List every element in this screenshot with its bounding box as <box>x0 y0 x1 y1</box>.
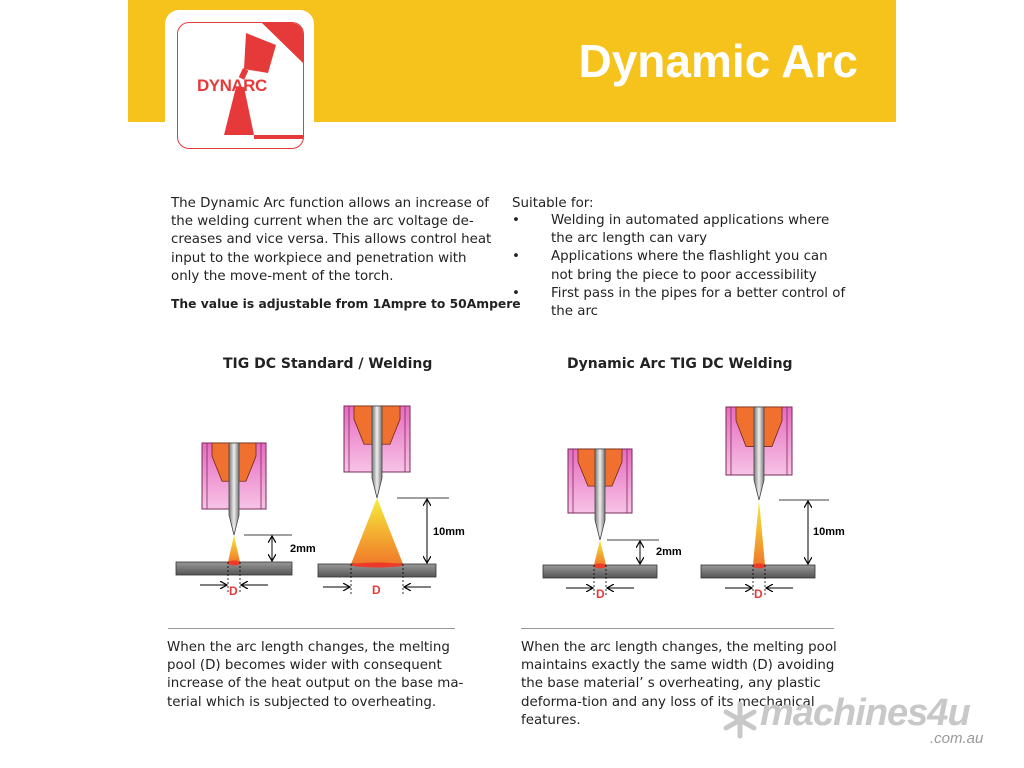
divider <box>168 628 455 629</box>
snowflake-icon <box>723 701 757 739</box>
page-title: Dynamic Arc <box>578 35 858 87</box>
electrode <box>371 405 383 499</box>
list-item: Applications where the flashlight you ca… <box>512 248 852 284</box>
torch-logo-icon <box>224 23 303 139</box>
dim-label: 10mm <box>813 526 845 538</box>
melt-pool <box>753 563 765 569</box>
electrode <box>753 406 765 501</box>
suitable-heading: Suitable for: <box>512 196 594 211</box>
dim-label: 2mm <box>656 546 682 558</box>
dynarc-logo: DYNARC <box>165 10 314 159</box>
width-label: D <box>754 587 763 601</box>
dim-label: 10mm <box>433 526 465 538</box>
standard-caption: When the arc length changes, the melting… <box>167 640 464 710</box>
suitable-list: Welding in automated applications where … <box>512 212 852 321</box>
standard-title: TIG DC Standard / Welding <box>223 356 433 372</box>
width-label: D <box>229 584 238 598</box>
intro-description: The Dynamic Arc function allows an incre… <box>171 196 492 284</box>
arc-flame <box>351 498 403 564</box>
arc-flame <box>753 500 765 565</box>
watermark-domain: .com.au <box>930 730 984 747</box>
standard-short-arc-diagram <box>175 442 293 592</box>
list-item: First pass in the pipes for a better con… <box>512 285 852 321</box>
logo-text: DYNARC <box>197 76 267 95</box>
electrode <box>594 448 606 541</box>
electrode <box>228 442 240 536</box>
adjustable-note: The value is adjustable from 1Ampre to 5… <box>171 297 521 311</box>
dynamic-short-arc-diagram <box>542 448 659 595</box>
arc-flame <box>228 535 240 562</box>
melt-pool <box>351 562 403 568</box>
dim-label: 2mm <box>290 543 316 555</box>
melt-pool <box>228 560 240 566</box>
watermark-brand: machines4u <box>760 692 971 734</box>
divider <box>521 628 834 629</box>
dynamic-long-arc-diagram <box>700 406 829 595</box>
list-item: Welding in automated applications where … <box>512 212 852 248</box>
standard-long-arc-diagram <box>317 405 449 594</box>
melt-pool <box>594 563 606 569</box>
width-label: D <box>372 583 381 597</box>
width-label: D <box>596 587 605 601</box>
arc-flame <box>594 540 606 565</box>
dynamic-title: Dynamic Arc TIG DC Welding <box>567 356 793 372</box>
